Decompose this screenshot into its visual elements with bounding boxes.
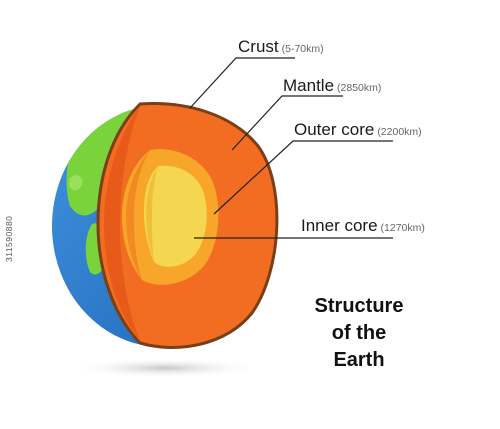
outer-core-label: Outer core(2200km)	[294, 121, 422, 139]
inner-core-thickness: (1270km)	[380, 222, 425, 234]
crust-label: Crust(5-70km)	[238, 38, 324, 56]
mantle-thickness: (2850km)	[337, 82, 382, 94]
outer-core-thickness: (2200km)	[377, 126, 422, 138]
crust-name: Crust	[238, 37, 279, 56]
diagram-title: Structure of the Earth	[300, 293, 418, 374]
continent-island	[69, 175, 83, 191]
outer-core-shading	[126, 150, 150, 280]
inner-core-shading	[146, 166, 158, 262]
mantle-leader	[231, 95, 343, 151]
crust-leader	[189, 57, 295, 109]
inner-core-label: Inner core(1270km)	[301, 217, 425, 235]
inner-core-name: Inner core	[301, 216, 378, 235]
outer-core-leader	[213, 140, 393, 215]
inner-core-layer	[144, 165, 207, 267]
title-line-2: of the	[331, 322, 387, 344]
crust-thickness: (5-70km)	[281, 43, 324, 55]
ground-shadow	[70, 358, 260, 378]
leader-lines	[189, 57, 393, 239]
outer-core-name: Outer core	[294, 120, 375, 139]
mantle-name: Mantle	[283, 76, 335, 95]
cutaway-section	[96, 102, 279, 349]
title-line-3: Earth	[333, 349, 385, 371]
stock-image-id: 311590880	[4, 215, 14, 262]
mantle-inner-shading	[104, 106, 140, 340]
title-line-1: Structure	[314, 295, 404, 317]
mantle-label: Mantle(2850km)	[283, 77, 381, 95]
